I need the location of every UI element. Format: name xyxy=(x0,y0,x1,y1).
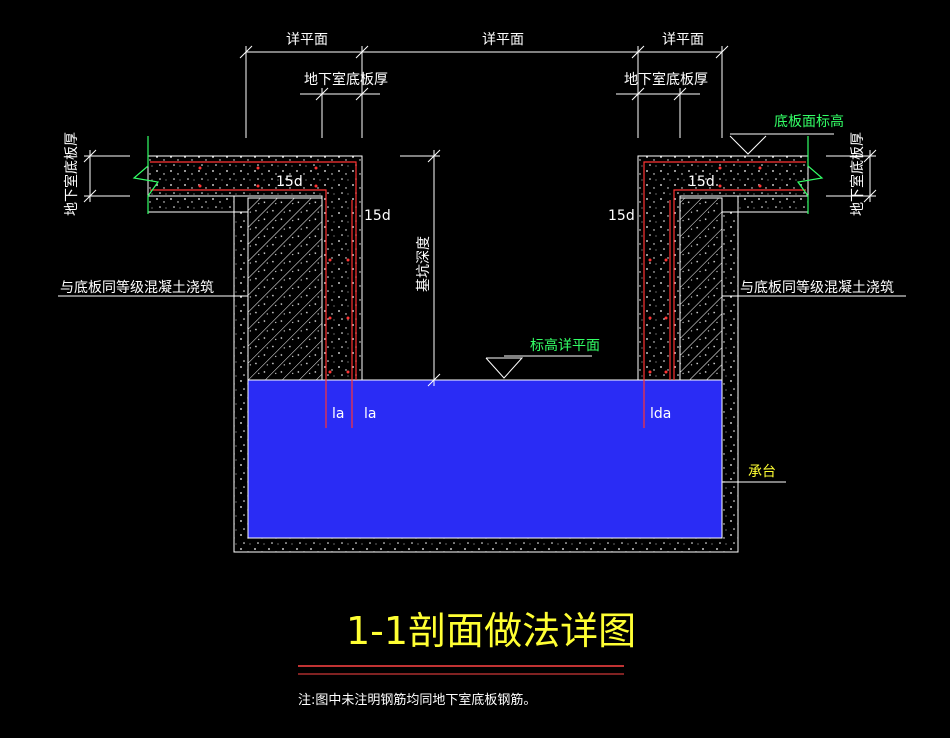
hatched-wall-right xyxy=(679,197,723,381)
label-15d-top-left: 15d xyxy=(276,174,303,190)
label-slab-thickness-right: 地下室底板厚 xyxy=(624,71,708,88)
drawing-note: 注:图中未注明钢筋均同地下室底板钢筋。 xyxy=(298,692,536,708)
drawing-title: 1-1剖面做法详图 xyxy=(346,609,636,653)
label-same-grade-left: 与底板同等级混凝土浇筑 xyxy=(60,279,214,296)
label-15d-side-left: 15d xyxy=(364,208,391,224)
label-elev-detail-plan: 标高详平面 xyxy=(530,337,600,354)
label-slab-top-elev: 底板面标高 xyxy=(774,113,844,130)
label-slab-thickness-side-right: 地下室底板厚 xyxy=(849,132,866,216)
label-slab-thickness-side-left: 地下室底板厚 xyxy=(63,132,80,216)
label-15d-top-right: 15d xyxy=(688,174,715,190)
hatched-wall-left xyxy=(247,197,323,381)
break-line-right xyxy=(796,136,824,214)
side-dimensions xyxy=(83,149,877,387)
label-lda: lda xyxy=(650,406,671,422)
label-pile-cap: 承台 xyxy=(748,464,776,480)
pile-cap-block xyxy=(247,379,723,539)
label-15d-side-right: 15d xyxy=(608,208,635,224)
label-detail-plan-mid: 详平面 xyxy=(482,32,524,48)
leader-lines xyxy=(58,133,906,483)
top-dimensions xyxy=(239,45,729,138)
rebar-left xyxy=(150,161,357,428)
label-la-2: la xyxy=(364,406,376,422)
label-detail-plan-left: 详平面 xyxy=(286,32,328,48)
label-slab-thickness-left: 地下室底板厚 xyxy=(304,71,388,88)
rebar-dots xyxy=(198,166,762,374)
label-la-1: la xyxy=(332,406,344,422)
break-line-left xyxy=(132,136,160,214)
label-same-grade-right: 与底板同等级混凝土浇筑 xyxy=(740,279,894,296)
rebar-right xyxy=(643,161,806,428)
label-detail-plan-right: 详平面 xyxy=(662,32,704,48)
label-pit-depth: 基坑深度 xyxy=(415,236,432,292)
